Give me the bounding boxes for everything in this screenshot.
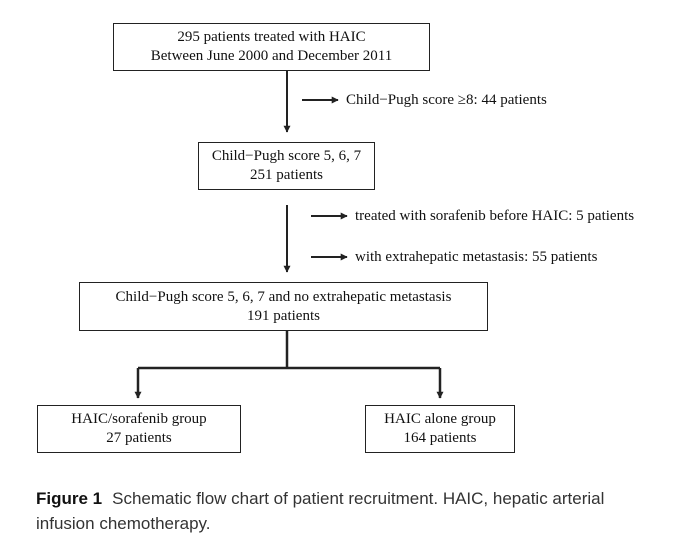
box-alone-group: HAIC alone group 164 patients xyxy=(365,405,515,453)
box-combo-group: HAIC/sorafenib group 27 patients xyxy=(37,405,241,453)
box-total-patients: 295 patients treated with HAIC Between J… xyxy=(113,23,430,71)
box-alone-line2: 164 patients xyxy=(403,430,477,446)
exclusion-metastasis: with extrahepatic metastasis: 55 patient… xyxy=(355,249,598,265)
box-combo-line2: 27 patients xyxy=(106,430,172,446)
box-nometastasis-line2: 191 patients xyxy=(247,307,320,324)
flowchart-connectors xyxy=(134,71,444,399)
box-combo-line1: HAIC/sorafenib group xyxy=(71,411,207,427)
box-cp-567: Child−Pugh score 5, 6, 7 251 patients xyxy=(198,142,375,190)
box-cp567-line2: 251 patients xyxy=(250,167,323,183)
exclusion-cp-high: Child−Pugh score ≥8: 44 patients xyxy=(346,92,547,108)
box-cp567-line1: Child−Pugh score 5, 6, 7 xyxy=(211,148,362,164)
exclusion-sorafenib-before: treated with sorafenib before HAIC: 5 pa… xyxy=(355,208,635,224)
box-alone-line1: HAIC alone group xyxy=(384,411,496,427)
box-total-line1: 295 patients treated with HAIC xyxy=(177,29,366,45)
box-nometastasis-line1: Child−Pugh score 5, 6, 7 and no extrahep… xyxy=(115,288,452,305)
figure-caption-text: Schematic flow chart of patient recruitm… xyxy=(36,489,605,533)
figure-caption-label: Figure 1 xyxy=(36,489,103,508)
box-total-line2: Between June 2000 and December 2011 xyxy=(150,48,393,64)
box-no-metastasis: Child−Pugh score 5, 6, 7 and no extrahep… xyxy=(79,282,488,331)
